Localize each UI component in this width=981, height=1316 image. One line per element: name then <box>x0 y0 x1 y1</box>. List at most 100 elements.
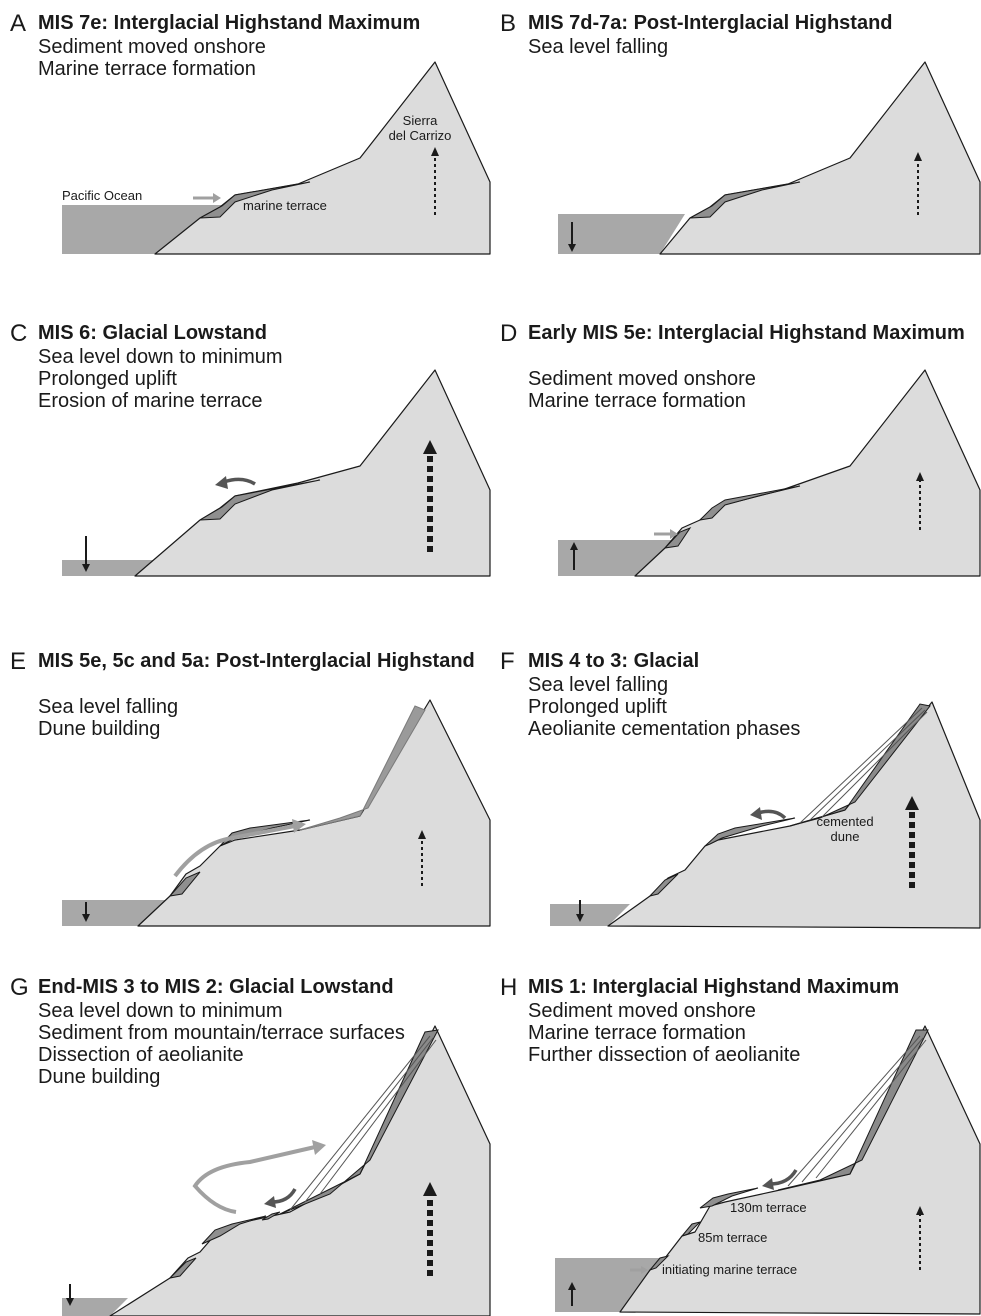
uplift-arrowhead <box>916 472 924 481</box>
panel-letter: A <box>10 10 27 37</box>
sea-level-arrowhead <box>568 244 576 252</box>
marine-terrace-shape <box>689 181 801 219</box>
marine-terrace-shape <box>219 819 311 847</box>
description-line: Marine terrace formation <box>38 58 256 80</box>
description-line: Erosion of marine terrace <box>38 390 263 412</box>
description-line: Sediment moved onshore <box>38 36 266 58</box>
terrace-initiating <box>648 1255 670 1272</box>
panel-description: Sediment moved onshore Marine terrace fo… <box>528 368 978 412</box>
sea-level-arrowhead <box>570 542 578 550</box>
ocean <box>558 214 685 254</box>
panel-title: MIS 1: Interglacial Highstand Maximum <box>528 976 900 998</box>
dune-layer <box>787 1035 921 1187</box>
panel-description: Sediment moved onshore Marine terrace fo… <box>528 1000 978 1066</box>
cross-section-b <box>558 61 981 255</box>
cross-section-f: cemented dune <box>550 701 981 929</box>
panel-description: Sea level falling Prolonged uplift Aeoli… <box>528 674 978 740</box>
description-line: Further dissection of aeolianite <box>528 1044 801 1066</box>
uplift-arrowhead <box>916 1206 924 1215</box>
description-line: Prolonged uplift <box>38 368 177 390</box>
panel-letter: C <box>10 320 28 347</box>
panel-description: Sea level falling <box>528 36 978 58</box>
sea-level-arrowhead <box>82 564 90 572</box>
panel-letter: D <box>500 320 518 347</box>
panel-b: B MIS 7d-7a: Post-Interglacial Highstand… <box>500 10 981 320</box>
panel-title: MIS 6: Glacial Lowstand <box>38 322 267 344</box>
description-line: Sediment moved onshore <box>528 368 756 390</box>
panel-e: E MIS 5e, 5c and 5a: Post-Interglacial H… <box>10 648 491 958</box>
panel-letter: F <box>500 648 515 675</box>
erosion-arrow <box>757 809 787 820</box>
ocean <box>62 900 170 926</box>
cross-section-a: Pacific Ocean marine terrace Sierra del … <box>62 61 491 255</box>
dune <box>299 705 426 831</box>
dune-layer <box>304 1037 434 1203</box>
description-line: Prolonged uplift <box>528 696 667 718</box>
sea-level-arrowhead <box>66 1298 74 1306</box>
marine-terrace-shape <box>199 181 311 219</box>
mountain <box>607 701 981 929</box>
marine-terrace-shape <box>704 817 796 847</box>
marine-terrace-shape <box>199 479 321 521</box>
dune-building-arrow <box>192 1145 316 1214</box>
panel-letter: G <box>10 974 29 1001</box>
panel-letter: E <box>10 648 27 675</box>
mountain <box>137 699 491 927</box>
sea-level-arrowhead <box>576 914 584 922</box>
erosion-arrowhead <box>750 807 762 820</box>
panel-title: End-MIS 3 to MIS 2: Glacial Lowstand <box>38 976 394 998</box>
cross-section-g <box>62 1025 491 1316</box>
ocean <box>550 904 630 926</box>
description-line: Sea level falling <box>528 36 669 58</box>
panel-title: Early MIS 5e: Interglacial Highstand Max… <box>528 322 965 344</box>
erosion-arrow <box>271 1188 297 1204</box>
mountain-label: del Carrizo <box>389 128 452 143</box>
description-line: Aeolianite cementation phases <box>528 718 801 740</box>
mountain <box>109 1025 491 1316</box>
panel-description: Sediment moved onshore Marine terrace fo… <box>38 36 488 80</box>
panel-c: C MIS 6: Glacial Lowstand Sea level down… <box>10 320 491 630</box>
description-line: Dissection of aeolianite <box>38 1044 244 1066</box>
dune-building-arrowhead <box>312 1140 326 1155</box>
mountain <box>154 61 491 255</box>
terrace-130m <box>699 1187 759 1209</box>
description-line: Marine terrace formation <box>528 1022 746 1044</box>
marine-terrace-shape <box>201 1215 267 1245</box>
mountain <box>134 369 491 577</box>
terrace-85m <box>680 1221 702 1238</box>
cemented-dune-label: cemented <box>816 814 873 829</box>
cross-section-e <box>62 699 491 927</box>
panel-d: D Early MIS 5e: Interglacial Highstand M… <box>500 320 981 630</box>
sediment-arrowhead <box>670 529 678 539</box>
marine-terrace-shape <box>698 485 801 521</box>
panel-title: MIS 4 to 3: Glacial <box>528 650 700 672</box>
mountain-label: Sierra <box>403 113 438 128</box>
initiating-terrace-label: initiating marine terrace <box>662 1262 797 1277</box>
uplift-arrowhead <box>418 830 426 839</box>
cross-section-h: 130m terrace 85m terrace initiating mari… <box>555 1025 981 1315</box>
marine-terrace-label: marine terrace <box>243 198 327 213</box>
uplift-arrowhead <box>423 440 437 454</box>
cemented-dune-shape <box>789 703 931 827</box>
description-line: Sea level falling <box>528 674 669 696</box>
dune-layer <box>815 1039 927 1179</box>
dissected-dune-shape <box>777 1029 929 1191</box>
panel-title: MIS 7e: Interglacial Highstand Maximum <box>38 12 421 34</box>
dune-layer <box>289 1035 431 1211</box>
cemented-dune-label: dune <box>831 829 860 844</box>
mountain <box>634 369 981 577</box>
cross-section-c <box>62 369 491 577</box>
terrace-130m-label: 130m terrace <box>730 1200 807 1215</box>
dune-layer <box>801 1037 924 1183</box>
panel-a: A MIS 7e: Interglacial Highstand Maximum… <box>10 10 491 320</box>
panel-description: Sea level down to minimum Prolonged upli… <box>38 346 488 412</box>
panel-title: MIS 5e, 5c and 5a: Post-Interglacial Hig… <box>38 650 475 672</box>
cross-section-d <box>558 369 981 577</box>
panel-g: G End-MIS 3 to MIS 2: Glacial Lowstand S… <box>10 974 491 1316</box>
erosion-arrowhead <box>264 1196 276 1208</box>
dune-building-arrowhead <box>292 819 306 833</box>
old-terrace-shape <box>168 1257 197 1279</box>
dune-layer <box>821 711 928 818</box>
old-terrace-shape <box>648 873 679 897</box>
ocean <box>62 1298 128 1316</box>
